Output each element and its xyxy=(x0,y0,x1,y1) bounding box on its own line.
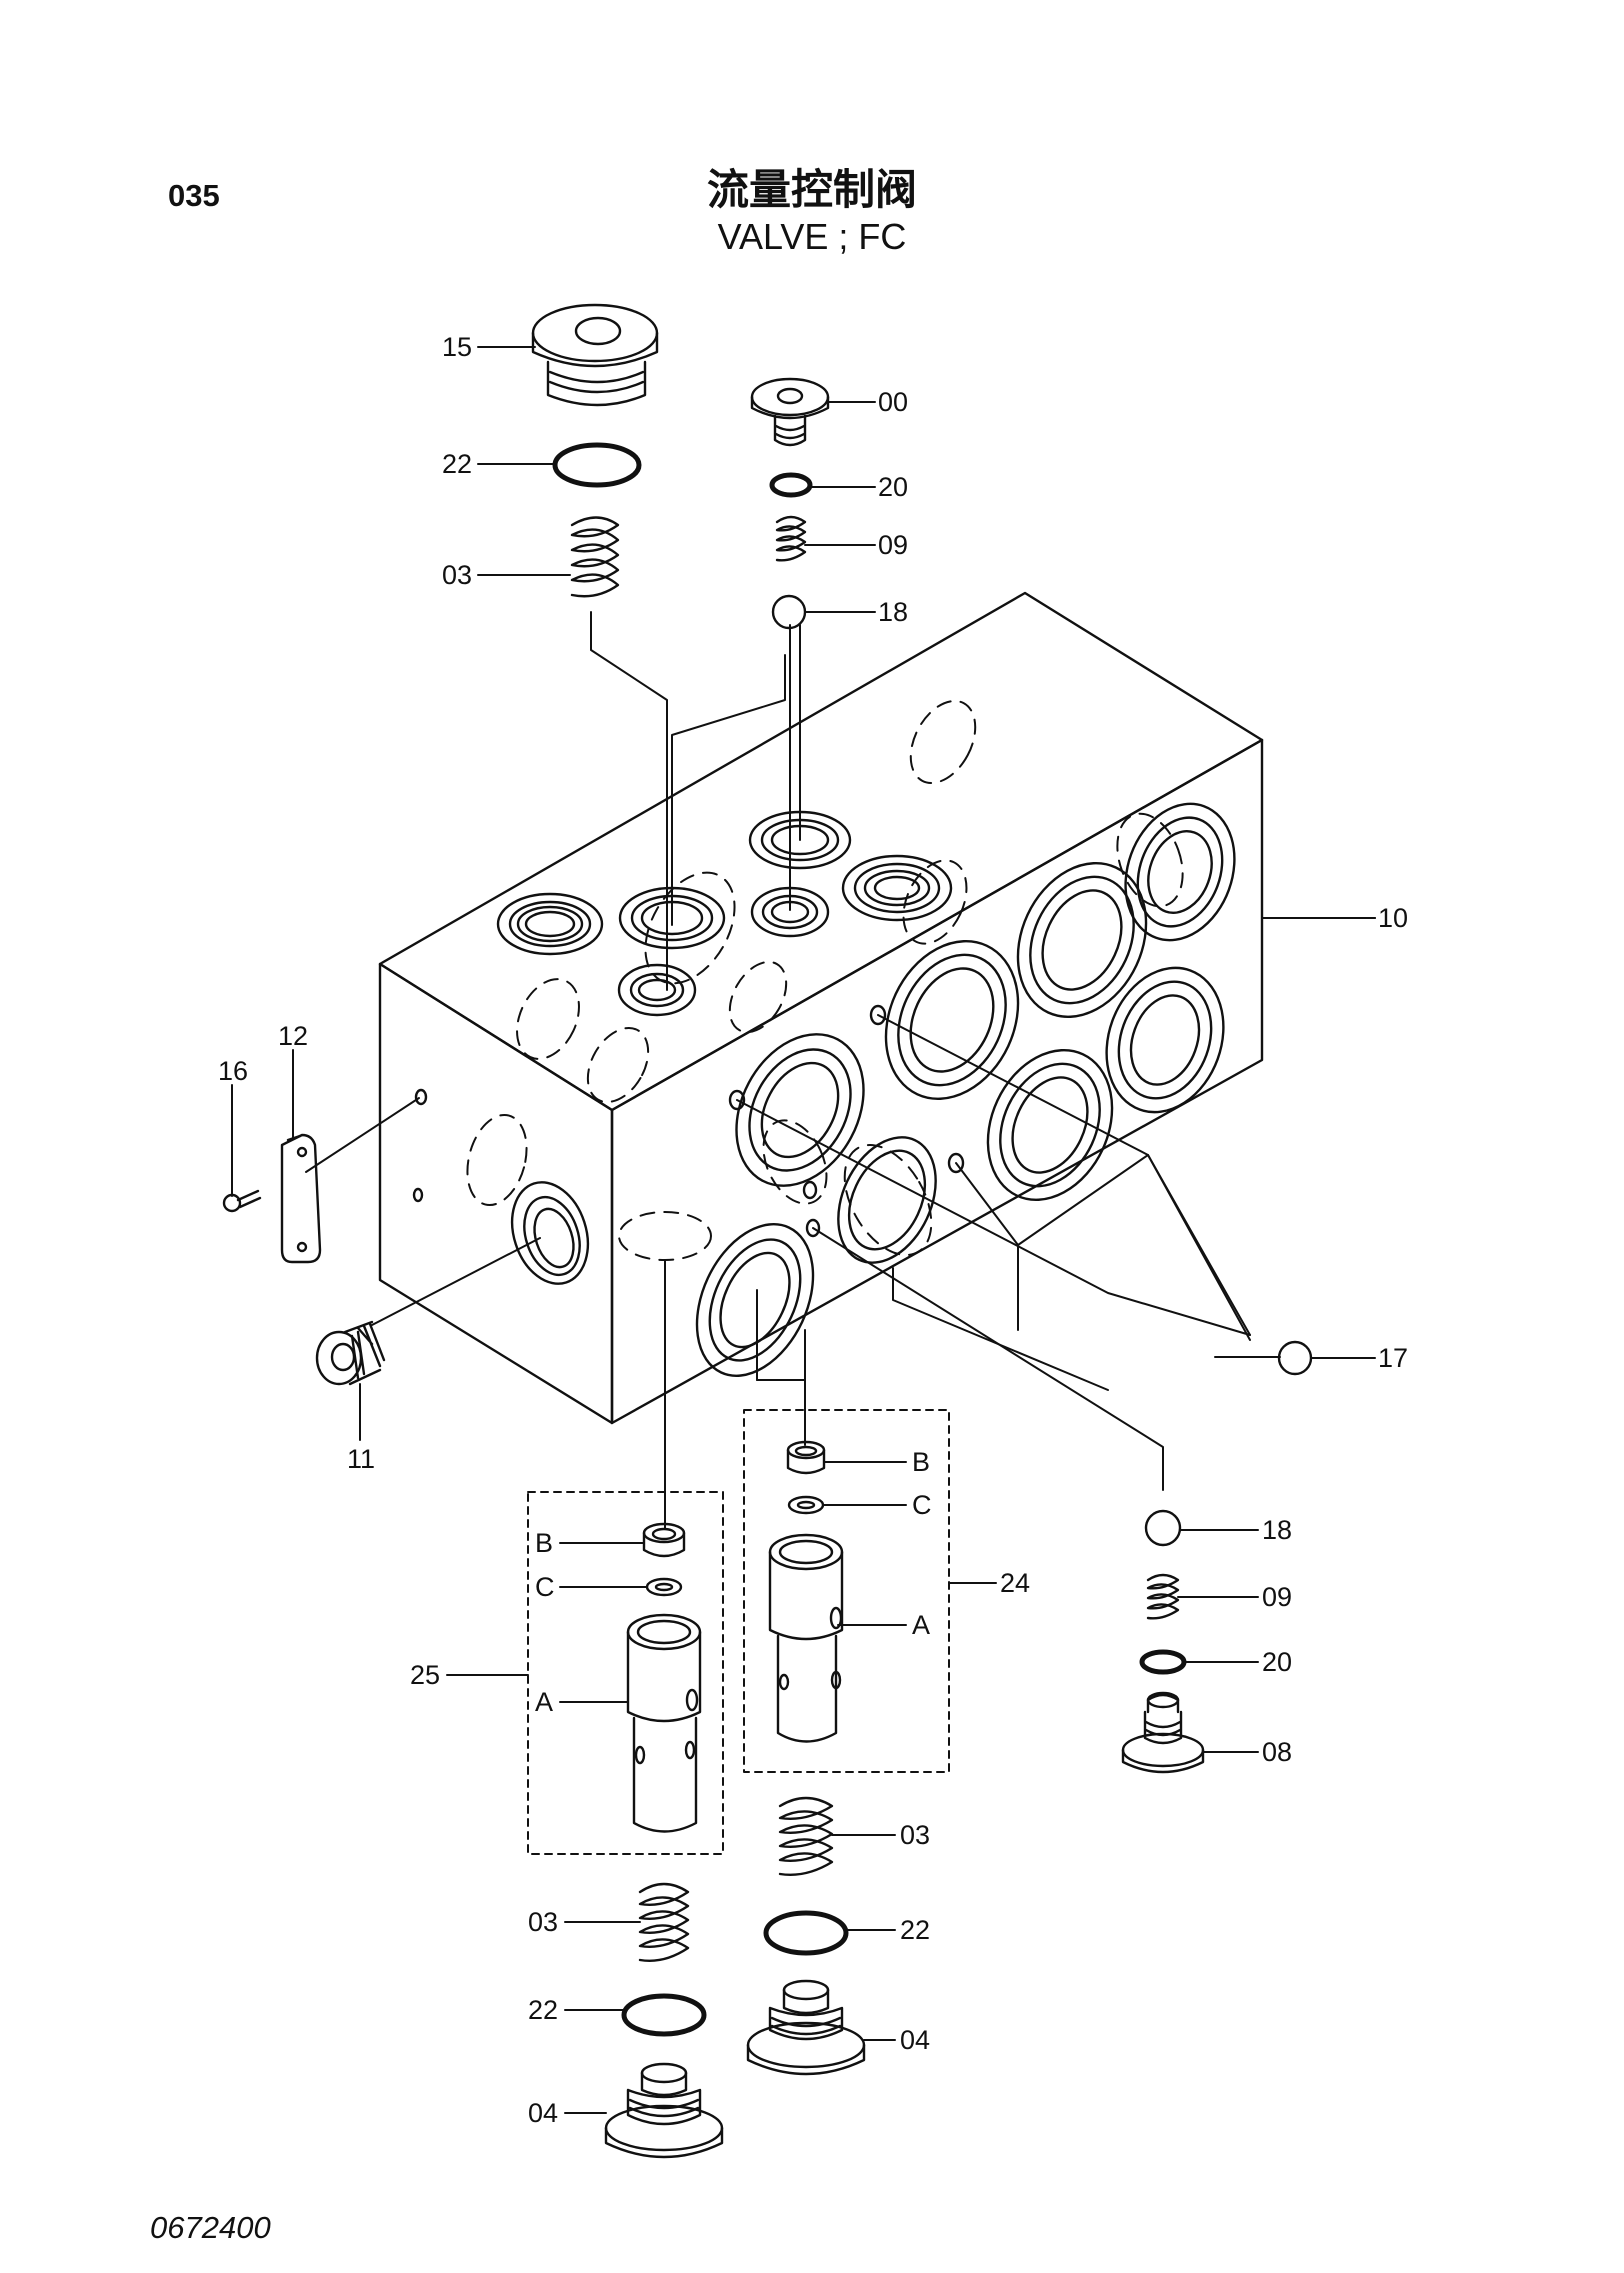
o-ring-22-right xyxy=(763,1910,849,1956)
callout-22-right: 22 xyxy=(900,1915,930,1945)
screw-16 xyxy=(222,1189,262,1213)
assembly-24 xyxy=(743,1409,950,1773)
spring-09-top xyxy=(775,515,807,562)
part-25-A xyxy=(626,1613,702,1833)
assembly-25 xyxy=(527,1491,724,1855)
callout-18-right: 18 xyxy=(1262,1515,1292,1545)
callout-22: 22 xyxy=(442,449,472,479)
o-ring-20-right xyxy=(1139,1649,1187,1675)
callout-25: 25 xyxy=(410,1660,440,1690)
callout-04-left: 04 xyxy=(528,2098,558,2128)
part-25-B xyxy=(642,1522,686,1558)
part-25-C xyxy=(645,1577,683,1597)
callout-08: 08 xyxy=(1262,1737,1292,1767)
callout-00: 00 xyxy=(878,387,908,417)
plug-11 xyxy=(315,1320,386,1386)
callout-16: 16 xyxy=(218,1056,248,1086)
callout-25-C: C xyxy=(535,1572,555,1602)
ball-17 xyxy=(1277,1340,1313,1376)
ball-18-top xyxy=(771,594,807,630)
callout-09: 09 xyxy=(878,530,908,560)
callout-11: 11 xyxy=(347,1444,375,1474)
callout-24-A: A xyxy=(912,1610,930,1640)
callout-03-right: 03 xyxy=(900,1820,930,1850)
callout-25-B: B xyxy=(535,1528,553,1558)
spring-03-left xyxy=(638,1882,690,1962)
callout-03: 03 xyxy=(442,560,472,590)
callout-22-left: 22 xyxy=(528,1995,558,2025)
callout-20: 20 xyxy=(878,472,908,502)
callout-15: 15 xyxy=(442,332,472,362)
plug-04-left xyxy=(604,2062,724,2159)
page-code: 035 xyxy=(168,178,220,213)
callout-24: 24 xyxy=(1000,1568,1030,1598)
callout-12: 12 xyxy=(278,1021,308,1051)
o-ring-20-top xyxy=(769,472,813,498)
assembly-leader-lines xyxy=(305,611,1376,1529)
cover-12 xyxy=(280,1133,322,1264)
plug-08 xyxy=(1121,1691,1205,1774)
part-24-C xyxy=(787,1495,825,1515)
o-ring-22-left xyxy=(621,1993,707,2037)
ball-18-right xyxy=(1144,1509,1182,1547)
callout-24-C: C xyxy=(912,1490,932,1520)
o-ring-22-top xyxy=(552,442,642,488)
callout-17: 17 xyxy=(1378,1343,1408,1373)
valve-block xyxy=(378,591,1264,1425)
spring-03-right xyxy=(778,1796,834,1876)
callout-04-right: 04 xyxy=(900,2025,930,2055)
title-chinese: 流量控制阀 xyxy=(706,165,917,214)
part-24-B xyxy=(786,1440,826,1475)
plug-04-right xyxy=(746,1979,866,2076)
spring-03-top xyxy=(570,516,620,598)
document-number: 0672400 xyxy=(150,2210,271,2245)
title-english: VALVE ; FC xyxy=(717,216,907,257)
callout-10: 10 xyxy=(1378,903,1408,933)
callout-labels: 15 22 03 00 20 09 18 10 12 16 11 17 18 0… xyxy=(218,332,1408,2128)
callout-leaders xyxy=(231,346,1376,2114)
callout-20-right: 20 xyxy=(1262,1647,1292,1677)
callout-25-A: A xyxy=(535,1687,553,1717)
plug-15 xyxy=(531,303,659,407)
callout-09-right: 09 xyxy=(1262,1582,1292,1612)
callout-03-left: 03 xyxy=(528,1907,558,1937)
spring-09-right xyxy=(1146,1573,1180,1620)
plug-00 xyxy=(750,377,830,447)
callout-24-B: B xyxy=(912,1447,930,1477)
top-face-ports xyxy=(496,810,953,1017)
callout-18: 18 xyxy=(878,597,908,627)
hidden-ports-dashed xyxy=(466,699,1184,1261)
end-face-features xyxy=(412,1088,428,1203)
part-24-A xyxy=(768,1533,844,1743)
